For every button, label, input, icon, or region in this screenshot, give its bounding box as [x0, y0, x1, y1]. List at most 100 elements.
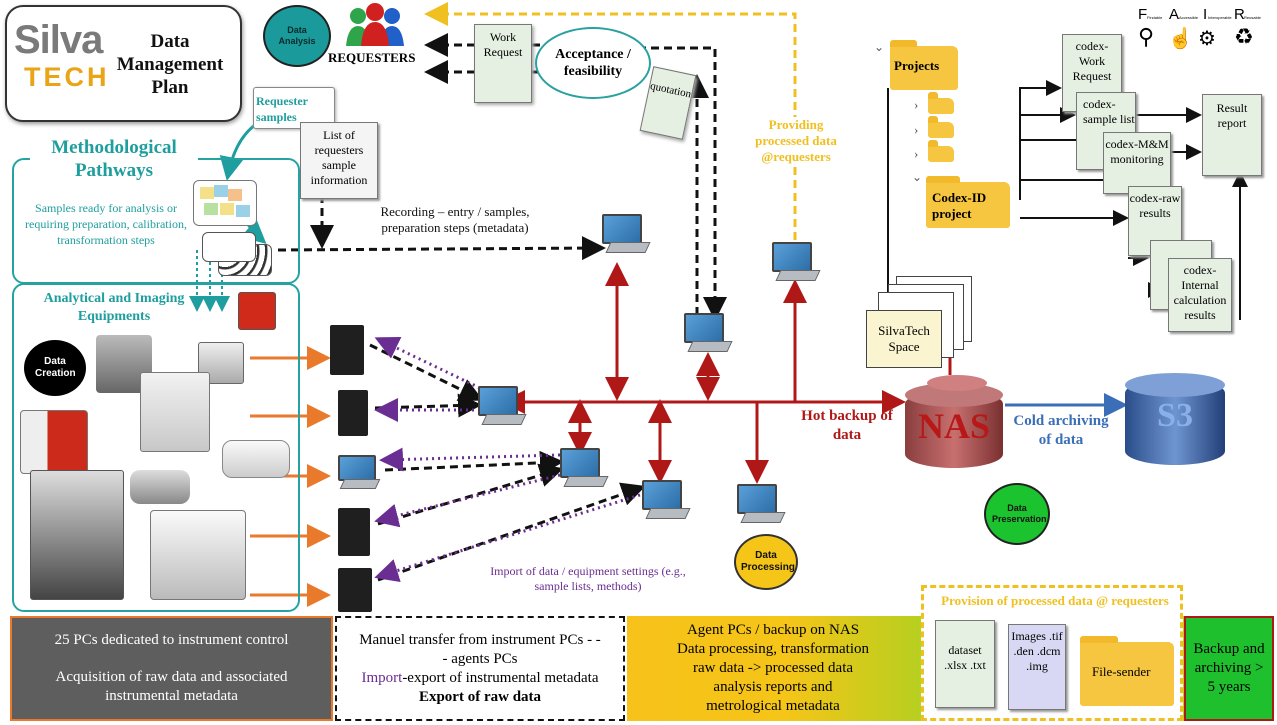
magnifier-icon: ⚲	[1138, 24, 1155, 49]
fair-word-interoperable: Interoperable	[1208, 15, 1232, 20]
recording-label: Recording – entry / samples, preparation…	[380, 204, 530, 235]
instrument-microscope-arm	[130, 470, 190, 504]
logo-tech: TECH	[24, 62, 110, 92]
page-title: Data Management Plan	[116, 31, 224, 98]
instrument-red-box	[20, 410, 88, 474]
data-creation-circle: Data Creation	[24, 340, 86, 396]
instrument-pc-tower-3	[338, 508, 370, 556]
s3-label: S3	[1157, 397, 1193, 434]
folder-projects-label: Projects	[894, 58, 940, 73]
images-doc: Images .tif .den .dcm .img	[1008, 624, 1066, 710]
file-sender-folder: File-sender	[1080, 636, 1174, 706]
silvatech-space-label: SilvaTech Space	[878, 323, 930, 354]
requesters-icon	[346, 3, 404, 46]
work-request-note: Work Request	[474, 24, 532, 103]
bottom-cell-agent: Agent PCs / backup on NAS Data processin…	[627, 616, 919, 721]
bottom-c3-line5: metrological metadata	[706, 698, 840, 714]
methodological-text: Samples ready for analysis or requiring …	[25, 201, 187, 247]
instrument-sem	[30, 470, 124, 600]
requesters-label: REQUESTERS	[328, 50, 416, 65]
nas-label: NAS	[917, 406, 991, 446]
s3-storage: S3	[1125, 365, 1225, 467]
fair-word-reusable: Reusable	[1244, 15, 1261, 20]
data-preservation-circle: Data Preservation	[984, 483, 1050, 545]
fair-letter-r: R	[1234, 6, 1245, 23]
data-processing-label: Data Processing	[741, 550, 795, 573]
bottom-cell-instrument: 25 PCs dedicated to instrument control A…	[10, 616, 333, 721]
file-sender-label: File-sender	[1092, 664, 1151, 679]
agent-laptop-4	[476, 386, 527, 428]
instrument-white	[222, 440, 290, 478]
fair-panel: F Findable A Accessible I Interoperable …	[1138, 6, 1270, 52]
chevron-right-icon: ›	[914, 122, 919, 137]
bottom-c3-line3: raw data -> processed data	[692, 660, 854, 676]
fair-letter-a: A	[1169, 6, 1180, 23]
analytical-box	[12, 283, 300, 612]
arrow-providing-processed	[424, 2, 797, 240]
import-label: Import of data / equipment settings (e.g…	[490, 564, 686, 593]
bottom-c4: Backup and archiving > 5 years	[1193, 641, 1265, 695]
bottom-c3-line2: Data processing, transformation	[676, 641, 870, 657]
instrument-pc-tower-4	[338, 568, 372, 612]
fair-word-findable: Findable	[1147, 15, 1163, 20]
data-analysis-circle: Data Analysis	[263, 5, 331, 67]
requester-samples-label: Requester samples	[256, 94, 308, 124]
nas-storage: NAS	[905, 375, 1003, 470]
logo-box	[5, 5, 242, 122]
instrument-red-small	[238, 292, 276, 330]
data-creation-label: Data Creation	[35, 356, 76, 379]
chevron-right-icon: ›	[914, 97, 919, 112]
data-processing-circle: Data Processing	[734, 534, 798, 590]
list-of-requesters-doc: List of requesters sample information	[300, 122, 378, 199]
acceptance-ellipse: Acceptance / feasibility	[535, 27, 651, 99]
gears-icon: ⚙	[1198, 28, 1216, 50]
recycle-icon: ♻	[1234, 24, 1254, 49]
bottom-c3-line1: Agent PCs / backup on NAS	[686, 622, 860, 638]
instrument-pc-tower-1	[330, 325, 364, 375]
folder-projects: Projects	[890, 40, 958, 90]
providing-label: Providing processed data @requesters	[745, 117, 847, 165]
arrow-recording	[277, 236, 606, 261]
bottom-c2-line1: Manuel transfer from instrument PCs - - …	[359, 631, 601, 667]
chevron-down-icon: ⌄	[912, 170, 923, 184]
provision-title: Provision of processed data @ requesters	[941, 593, 1169, 608]
bottom-c1-line1: 25 PCs dedicated to instrument control	[54, 632, 289, 648]
arrow-acceptance-to-laptop	[625, 46, 727, 321]
agent-laptop-6	[640, 480, 691, 522]
logo-silva: Silva	[14, 18, 103, 62]
codex-internal-calc-doc: codex-Internal calculation results	[1168, 258, 1232, 332]
instrument-chromatograph	[140, 372, 210, 452]
result-report-doc: Result report	[1202, 94, 1262, 176]
chevron-down-icon: ⌄	[874, 40, 885, 54]
bottom-c2-line2: -export of instrumental metadata	[402, 669, 599, 686]
agent-laptop-3	[770, 242, 821, 284]
agent-laptop-5	[558, 448, 609, 490]
folder-sub-3	[928, 140, 954, 162]
bottom-cell-transfer: Manuel transfer from instrument PCs - - …	[335, 616, 625, 721]
arrow-requester-samples	[219, 123, 256, 181]
bottom-c2-line2-wrap: Import-export of instrumental metadata	[361, 669, 598, 688]
bottom-c2-import: Import	[361, 669, 403, 686]
chevron-right-icon: ›	[914, 146, 919, 161]
agent-laptop-7	[735, 484, 786, 526]
acceptance-label: Acceptance / feasibility	[555, 47, 631, 79]
bottom-c3-line4: analysis reports and	[713, 679, 833, 695]
fair-letter-i: I	[1203, 6, 1208, 23]
bottom-cell-archive: Backup and archiving > 5 years	[1184, 616, 1274, 721]
codex-mm-monitoring-doc: codex-M&M monitoring	[1103, 132, 1171, 194]
analytical-title: Analytical and Imaging Equipments	[43, 291, 185, 324]
folder-codex-id: Codex-ID project	[926, 176, 1010, 228]
sample-tray-icon-2	[202, 232, 256, 262]
folder-sub-2	[928, 116, 954, 138]
agent-laptop-2	[682, 313, 733, 355]
fair-letter-f: F	[1138, 6, 1148, 23]
silvatech-space-doc: SilvaTech Space	[866, 310, 942, 368]
data-analysis-label: Data Analysis	[278, 25, 316, 46]
methodological-title: Methodological Pathways	[30, 136, 198, 182]
folder-sub-1	[928, 92, 954, 114]
bottom-c2-line3: Export of raw data	[418, 688, 542, 705]
agent-laptop-1	[600, 214, 651, 256]
folder-codex-id-label: Codex-ID project	[932, 190, 987, 221]
sample-notes-icon	[193, 180, 257, 226]
